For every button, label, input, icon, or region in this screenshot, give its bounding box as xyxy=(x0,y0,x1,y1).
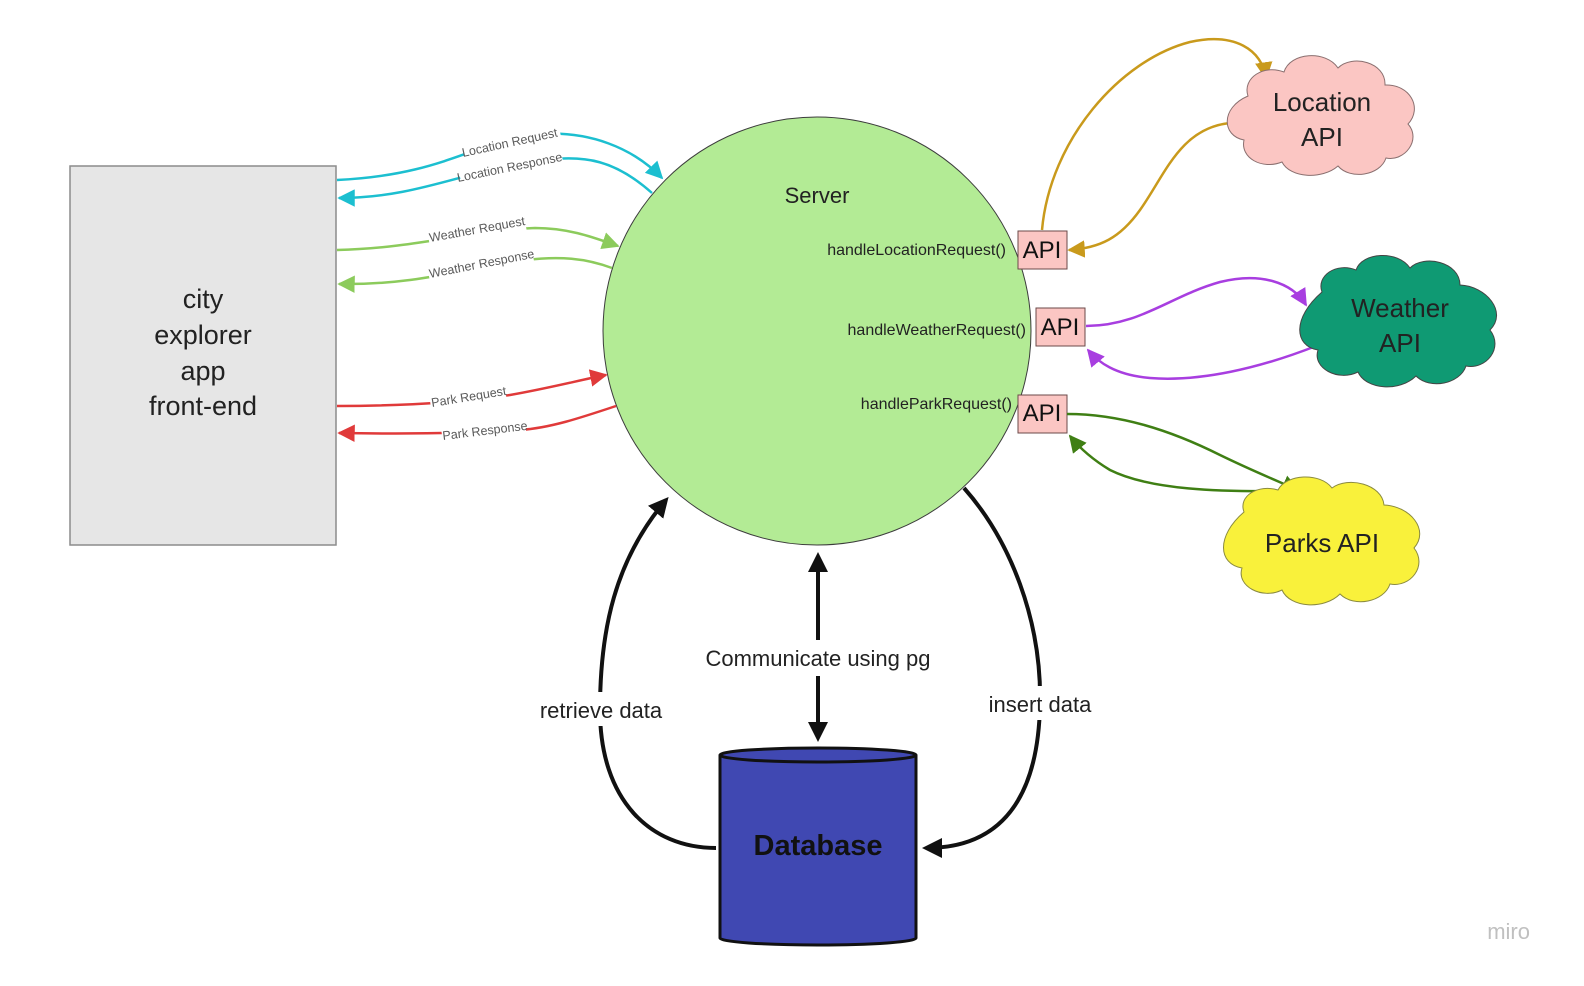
location-api-cloud-line-1: Location xyxy=(1273,87,1371,117)
location-api-cloud-line-2: API xyxy=(1301,122,1343,152)
weather-api-box xyxy=(1035,307,1086,347)
frontend-line-3: app xyxy=(180,356,225,386)
frontend-line-4: front-end xyxy=(149,391,257,421)
parks-api-request-arrow xyxy=(1066,412,1300,492)
park-request-label: Park Request xyxy=(430,384,508,410)
weather-api-cloud-line-2: API xyxy=(1379,328,1421,358)
weather-api-cloud: Weather API xyxy=(1299,255,1497,388)
frontend-line-2: explorer xyxy=(154,320,252,350)
parks-api-box xyxy=(1017,394,1068,434)
server-label: Server xyxy=(785,183,850,208)
external-api-flows xyxy=(1040,37,1317,493)
parks-api-box-label: API xyxy=(1023,400,1062,427)
retrieve-data-arrow xyxy=(597,496,717,850)
weather-api-request-arrow xyxy=(1085,276,1308,328)
weather-request-label: Weather Request xyxy=(428,214,527,245)
insert-data-arrow xyxy=(922,486,1043,858)
frontend-app-box: city explorer app front-end xyxy=(69,165,337,546)
database-label: Database xyxy=(754,830,883,862)
api-boxes: API API API xyxy=(1017,230,1086,434)
miro-watermark: miro xyxy=(1487,919,1530,944)
server-node: Server handleLocationRequest() handleWea… xyxy=(602,116,1032,546)
location-api-cloud: Location API xyxy=(1226,55,1415,176)
frontend-line-1: city xyxy=(183,284,224,314)
retrieve-data-label: retrieve data xyxy=(540,698,663,723)
handler-park: handleParkRequest() xyxy=(861,396,1012,413)
location-api-request-arrow xyxy=(1040,37,1273,231)
location-api-box-label: API xyxy=(1023,237,1062,264)
frontend-server-flows: Location Request Location Response Weath… xyxy=(336,118,664,447)
parks-api-cloud: Parks API xyxy=(1223,476,1421,606)
parks-api-response-arrow xyxy=(1068,434,1287,493)
insert-data-label: insert data xyxy=(989,692,1092,717)
location-api-response-arrow xyxy=(1067,121,1231,258)
database-cylinder: Database xyxy=(718,746,918,947)
location-api-box xyxy=(1017,230,1068,270)
database-flows: Communicate using pg retrieve data inser… xyxy=(534,486,1096,858)
weather-api-response-arrow xyxy=(1086,344,1317,380)
weather-api-box-label: API xyxy=(1041,314,1080,341)
handler-weather: handleWeatherRequest() xyxy=(848,322,1026,339)
weather-api-cloud-line-1: Weather xyxy=(1351,293,1449,323)
communicate-label: Communicate using pg xyxy=(705,646,930,671)
parks-api-cloud-label: Parks API xyxy=(1265,528,1379,558)
handler-location: handleLocationRequest() xyxy=(827,242,1006,259)
